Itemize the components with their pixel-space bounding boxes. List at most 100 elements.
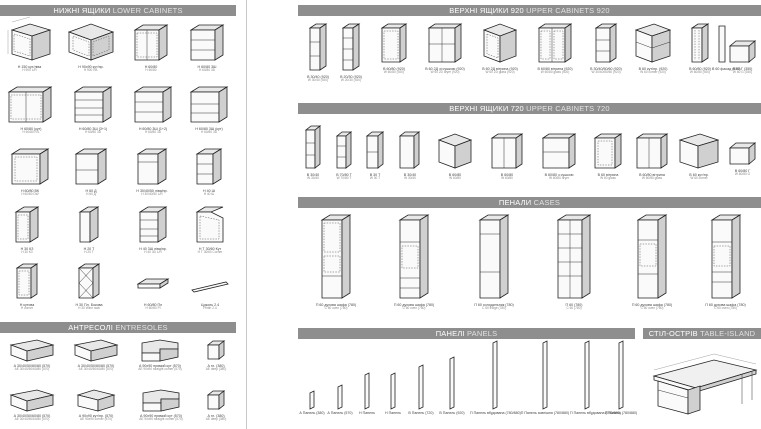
upper720-item-6[interactable]: В 60/80 W 60/80: [484, 132, 530, 181]
mezz-item-2[interactable]: А 30/40/50/60/80 (570) AE 30/40/50/60/80…: [66, 337, 126, 372]
upper720-item-2[interactable]: В 70/80 Т W 70/80 Т: [330, 130, 358, 181]
upper-cabinet-drawing: [304, 125, 322, 169]
lower-item-7[interactable]: Н 60/80 3Ш (1+2) Н 60/80 3D: [126, 82, 180, 135]
tall-case-oven-drawing: [636, 214, 668, 299]
panel-item-6[interactable]: В Панель (920): [436, 356, 468, 415]
panel-drawing: [418, 364, 424, 410]
upper920-item-4[interactable]: В 60 2Д зі сушкою (920) W 60 2D dryer (9…: [418, 22, 472, 75]
upper720-item-11[interactable]: В 60/80 Г W 60/80 G: [724, 140, 761, 177]
item-sublabel: Н 60/80 3D: [144, 130, 162, 135]
lower-item-1[interactable]: Н 150 кут/ліва Н 900 L/R: [2, 16, 57, 73]
item-sublabel: Н 900 R/L: [83, 68, 99, 73]
upper720-item-10[interactable]: В 60 кут/пр. W 60 corner: [674, 132, 724, 181]
case-item-1[interactable]: П 60 духова шафа (780) C 60 oven (780): [298, 212, 374, 311]
upper920-item-3[interactable]: В 60/80 (920) W 60/80 (920): [372, 22, 416, 75]
lower-item-18[interactable]: Н 30 Пл. Бокова Н 30 Wine rack: [64, 262, 114, 311]
lower-item-4[interactable]: Н 60/80 3Ш Н 60/80 3D: [182, 20, 232, 73]
upper920-item-10[interactable]: В 60 фасад (920): [712, 22, 741, 71]
item-label: В Панель (720): [408, 411, 434, 415]
facade-drawing: [718, 25, 726, 63]
upper920-item-11[interactable]: В 60 Г (350) W 60 G (350): [724, 38, 761, 75]
panel-item-4[interactable]: Н Панель: [380, 372, 406, 415]
mezz-item-5[interactable]: А 30/40/50/60/80 (570) AE 30/40/50/60/80…: [2, 387, 62, 422]
narrow-cabinet-drawing: [78, 206, 100, 243]
corner-upper-cabinet-drawing: [634, 23, 672, 63]
item-sublabel: Н 60/80 R/L: [22, 130, 40, 135]
item-sublabel: W 30 Т: [369, 176, 381, 181]
upper-cabinet-drawing: [594, 23, 618, 63]
dryer-cabinet-drawing: [427, 23, 463, 63]
upper720-item-8[interactable]: В 60 вітрина W 60 glass: [586, 132, 630, 181]
panel-item-10[interactable]: П Панель (780/880): [604, 340, 638, 415]
item-label: Н 60/80 ВК: [20, 189, 40, 193]
panel-item-7[interactable]: П Панель вбудована (780/880): [470, 340, 521, 415]
upper920-item-5[interactable]: В 60 2Д вітрина (920) W 60 2D glass (920…: [474, 22, 526, 75]
lower-item-5[interactable]: Н 60/80 (кут) Н 60/80 R/L: [2, 82, 60, 135]
panel-item-3[interactable]: Н Панель: [354, 372, 380, 415]
upper720-item-3[interactable]: В 30 Т W 30 Т: [360, 130, 390, 181]
lower-item-15[interactable]: Н 40 3Ш ліва/пр. Н 40 3D L/R: [128, 204, 178, 255]
upper920-item-7[interactable]: В 30/40/50/60 (920) W 30/40/50/60 (920): [584, 22, 628, 75]
panel-item-1[interactable]: А Панель (380): [298, 390, 326, 415]
item-sublabel: AE 90x90 straight corner (570): [138, 367, 182, 372]
section-upper-cabinets-720: ВЕРХНІ ЯЩИКИ 720 UPPER CABINETS 720: [298, 103, 761, 114]
table-island-item[interactable]: [648, 346, 761, 420]
mezz-item-4[interactable]: А гл. (380) AE deep (380): [196, 337, 236, 372]
item-sublabel: C 60 oven (780): [714, 306, 737, 311]
glass-cabinet-drawing: [635, 133, 669, 169]
lower-item-14[interactable]: Н 20 Т Н 20 Т: [68, 204, 110, 255]
panel-item-2[interactable]: А Панель (570): [326, 384, 354, 415]
case-item-5[interactable]: П 60 духова шафа (780) C 60 oven (780): [616, 212, 688, 311]
entresol-drawing: [9, 389, 55, 412]
upper920-item-6[interactable]: В 60/80 вітрина (920) W 60/80 glass (920…: [528, 22, 582, 75]
lower-item-16[interactable]: Н Т 30/60 Кут Н Т 30/60 Corner: [186, 204, 234, 255]
item-label: В 20/30 (920): [340, 75, 362, 79]
glass-cabinet-drawing: [482, 23, 518, 63]
lower-item-3[interactable]: Н 60/80 Н 60/80: [126, 20, 176, 73]
item-label: А гл. (380): [207, 414, 225, 418]
lower-item-13[interactable]: Н 30 КЗ Н 30 КЗ: [4, 204, 50, 255]
case-item-6[interactable]: П 60 духова шафа (780) C 60 oven (780): [690, 212, 761, 311]
item-label: В 60 вітрина: [597, 173, 619, 177]
mezz-item-6[interactable]: А 90х90 кут/пр. (570) AE 90x90 corner (5…: [66, 387, 126, 422]
panel-item-8[interactable]: П Панель зовнішня (780/880): [520, 340, 570, 415]
lower-item-2[interactable]: Н 90х90 кут/пр. Н 900 R/L: [62, 20, 120, 73]
item-sublabel: AE 30/40/50/60/80 (570): [14, 367, 50, 372]
lower-item-20[interactable]: Цоколь 2.4 Plinth 2.4: [186, 276, 234, 311]
case-item-3[interactable]: П 60 холодильник (780) C 60 fridge (780): [456, 212, 532, 311]
item-label: В 60/80 вітрина: [639, 173, 665, 177]
mezz-item-1[interactable]: А 30/40/50/60/80 (570) AE 30/40/50/60/80…: [2, 337, 62, 372]
section-lower-cabinets: НИЖНІ ЯЩИКИ LOWER CABINETS: [0, 5, 236, 16]
item-sublabel: C 60 oven (780): [324, 306, 348, 311]
upper720-item-1[interactable]: В 30/40 W 30/40: [298, 124, 328, 181]
lower-item-19[interactable]: Н 60/80 Пл Н 60/80 Pl: [130, 276, 176, 311]
lower-item-17[interactable]: Н кутова Н corner: [4, 262, 50, 311]
mezz-item-8[interactable]: А гл. (380) AE deep (380): [196, 387, 236, 422]
upper720-item-7[interactable]: В 60/80 з сушкою W 60/80 dryer: [534, 132, 584, 181]
angled-upper-cabinet-drawing: [437, 133, 473, 169]
lower-item-11[interactable]: Н 30/40/50 ліва/пр. Н 30/40/50 L/R: [124, 146, 180, 197]
lower-item-9[interactable]: Н 60/80 ВК Н 60/80 DW: [2, 146, 58, 197]
mezz-item-3[interactable]: А 90х90 прямий кут (570) AE 90x90 straig…: [130, 337, 190, 372]
mezz-item-7[interactable]: А 90х90 прямий кут (570) AE 90x90 straig…: [130, 387, 192, 422]
panel-item-5[interactable]: В Панель (720): [406, 364, 436, 415]
upper720-item-4[interactable]: В 30/40 W 30/40: [392, 130, 428, 181]
lower-item-10[interactable]: Н 60 Д Н 60 Д: [66, 146, 116, 197]
upper720-item-9[interactable]: В 60/80 вітрина W 60/80 glass: [630, 132, 674, 181]
upper920-item-8[interactable]: В 60 кут/пр. (920) W 60 corner (920): [628, 22, 678, 75]
upper720-item-5[interactable]: В 60/80 W 60/80: [430, 132, 480, 181]
upper920-item-2[interactable]: В 20/30 (920) W 20/30 (920): [332, 22, 370, 83]
case-item-4[interactable]: П 60 (780) C 60 (780): [536, 212, 612, 311]
item-sublabel: Н 60/80 3D: [198, 68, 216, 73]
lower-item-6[interactable]: Н 60/80 3Ш (3+1) Н 60/80 3D: [66, 82, 120, 135]
item-sublabel: W 60/80: [449, 176, 461, 181]
case-item-2[interactable]: П 60 духова шафа (780) C 60 oven (780): [376, 212, 452, 311]
item-sublabel: Н 60/80 3D: [200, 130, 218, 135]
upper920-item-1[interactable]: В 30/40 (920) W 30/40 (920): [298, 22, 338, 83]
item-label: В 60/80 (920): [383, 67, 405, 71]
lower-item-12[interactable]: Н 40 Ш Н 40 Ш: [186, 146, 232, 197]
panel-item-9[interactable]: П Панель вбудована (780/880): [570, 340, 621, 415]
lower-item-8[interactable]: Н 60/80 3Ш (кут) Н 60/80 3D: [182, 82, 236, 135]
upper920-item-9[interactable]: В 60/80 (920) W 60/80 (920): [682, 22, 718, 75]
tall-upper-cabinet-drawing: [308, 23, 328, 71]
